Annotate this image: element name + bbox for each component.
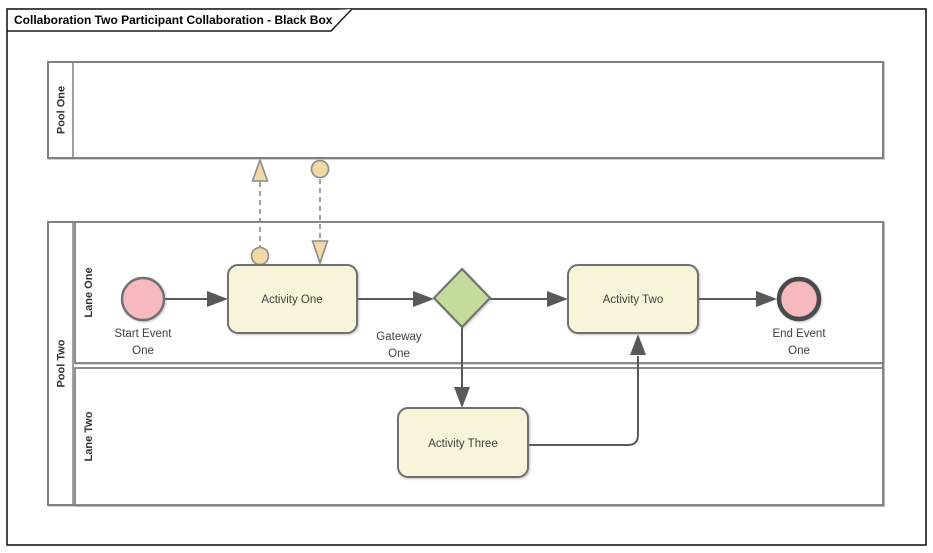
flow-gateway-to-activity-three[interactable] xyxy=(454,327,470,408)
arrowhead-icon xyxy=(454,387,470,408)
start-event-label-line2: One xyxy=(132,345,154,357)
activity-one-body[interactable] xyxy=(227,264,358,334)
flow-gateway-to-activity-two[interactable] xyxy=(490,291,568,307)
gateway-one-label-line2: One xyxy=(388,348,410,360)
flow-activity-three-to-activity-two[interactable] xyxy=(528,334,646,446)
end-event-label-line2: One xyxy=(788,345,810,357)
activity-one[interactable]: Activity One xyxy=(227,264,358,334)
end-event-label-line1: End Event xyxy=(772,328,826,340)
flow-activity-one-to-gateway[interactable] xyxy=(357,291,434,307)
pool-one[interactable]: Pool One xyxy=(47,61,884,159)
sequence-flows xyxy=(164,291,777,446)
end-event-one[interactable]: End Event One xyxy=(772,276,826,357)
message-arrowhead-icon xyxy=(311,240,329,266)
gateway-one-diamond[interactable] xyxy=(432,267,492,329)
lane-two[interactable] xyxy=(74,367,884,506)
pool-two-label: Pool Two xyxy=(56,339,68,387)
diagram-title: Collaboration Two Participant Collaborat… xyxy=(14,13,333,27)
flow-start-to-activity-one[interactable] xyxy=(164,291,228,307)
arrowhead-icon xyxy=(630,334,646,355)
message-arrowhead-icon xyxy=(251,157,269,182)
flow-line[interactable] xyxy=(528,356,639,446)
lane-two-label: Lane Two xyxy=(83,411,95,461)
start-event-circle[interactable] xyxy=(120,276,166,322)
activity-two-label: Activity Two xyxy=(603,294,664,306)
gateway-one-label-line1: Gateway xyxy=(376,331,422,343)
lane-one-label: Lane One xyxy=(83,267,95,317)
arrowhead-icon xyxy=(207,291,228,307)
arrowhead-icon xyxy=(547,291,568,307)
message-flow-activity-one-to-pool-one[interactable] xyxy=(250,157,270,266)
activity-two-body[interactable] xyxy=(567,264,699,334)
message-source-circle-icon xyxy=(310,159,330,179)
activity-one-label: Activity One xyxy=(261,294,322,306)
arrowhead-icon xyxy=(756,291,777,307)
message-source-circle-icon xyxy=(250,246,270,266)
diagram-title-tab xyxy=(7,8,353,32)
flow-activity-two-to-end[interactable] xyxy=(698,291,777,307)
message-flows xyxy=(250,157,330,266)
activity-three-label: Activity Three xyxy=(428,438,497,450)
activity-three[interactable]: Activity Three xyxy=(397,407,529,478)
pool-two[interactable]: Pool Two Lane One Lane Two xyxy=(47,221,884,506)
start-event-label-line1: Start Event xyxy=(115,328,173,340)
activity-two[interactable]: Activity Two xyxy=(567,264,699,334)
message-flow-pool-one-to-activity-one[interactable] xyxy=(310,159,330,266)
pool-one-body[interactable] xyxy=(47,61,884,159)
pool-one-label: Pool One xyxy=(56,86,68,134)
activity-three-body[interactable] xyxy=(397,407,529,478)
end-event-circle[interactable] xyxy=(776,276,822,322)
arrowhead-icon xyxy=(413,291,434,307)
start-event-one[interactable]: Start Event One xyxy=(115,276,173,357)
gateway-one[interactable]: Gateway One xyxy=(376,267,492,360)
